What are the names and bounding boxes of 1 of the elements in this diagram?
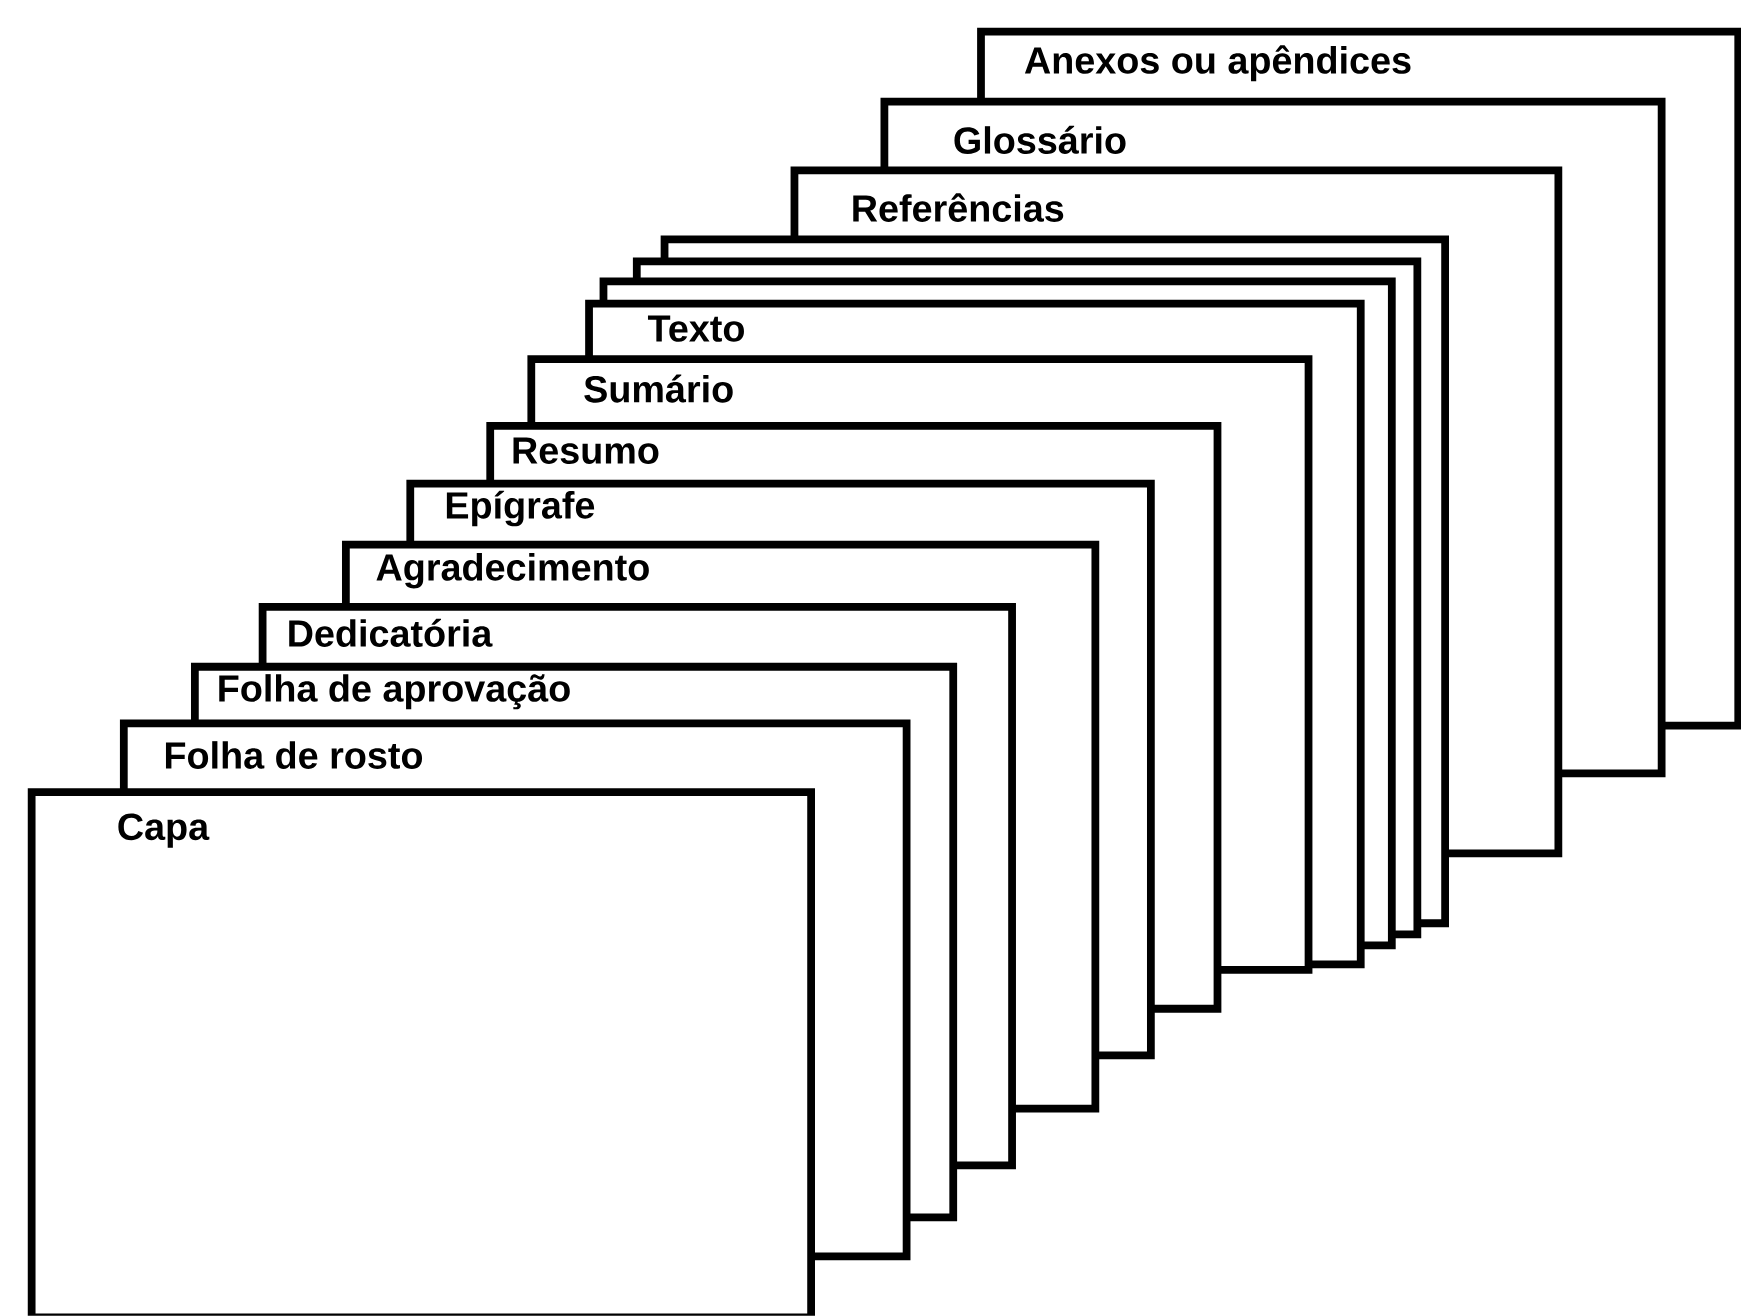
page-card: Capa [27, 788, 815, 1316]
